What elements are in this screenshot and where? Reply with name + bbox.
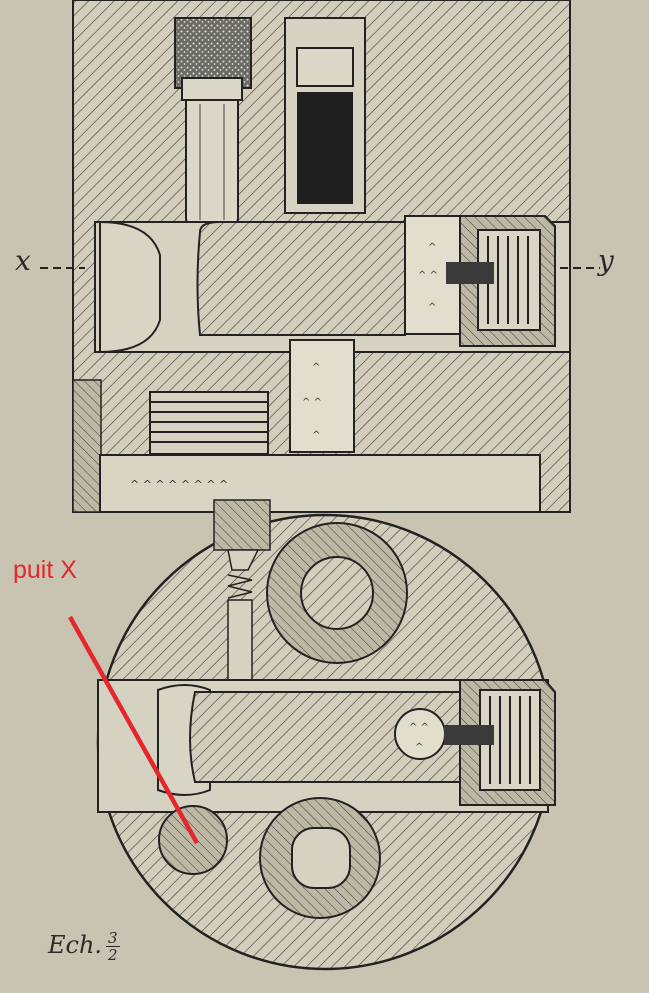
cartridge-tube xyxy=(185,99,239,234)
x-marker: x xyxy=(15,244,31,277)
svg-text:^: ^ xyxy=(428,302,436,313)
callout-label: puit X xyxy=(13,556,77,584)
svg-text:^: ^ xyxy=(312,362,320,373)
callout-line xyxy=(68,615,199,845)
slider xyxy=(189,691,461,783)
black-charge xyxy=(297,92,353,204)
plan-view: ^ ^ ^ xyxy=(68,499,556,971)
svg-text:^ ^: ^ ^ xyxy=(418,270,438,281)
threaded-plug xyxy=(174,17,252,89)
scale-numerator: 3 xyxy=(106,929,120,947)
svg-text:^ ^ ^ ^ ^: ^ ^ ^ ^ ^ ^ ^ ^ xyxy=(130,478,228,491)
scale-denominator: 2 xyxy=(108,946,118,964)
svg-text:^: ^ xyxy=(428,242,436,253)
svg-text:^ ^: ^ ^ xyxy=(302,397,322,408)
section-view: ^ ^ ^ ^ ^ ^ ^ ^ ^ ^ xyxy=(40,0,600,513)
svg-text:^: ^ xyxy=(415,742,423,753)
y-marker: y xyxy=(598,244,614,277)
lower-thread xyxy=(149,391,269,455)
svg-text:^: ^ xyxy=(312,430,320,441)
firing-pin xyxy=(196,221,406,336)
svg-text:^ ^: ^ ^ xyxy=(409,722,429,733)
scale-prefix: Ech. xyxy=(48,931,103,959)
